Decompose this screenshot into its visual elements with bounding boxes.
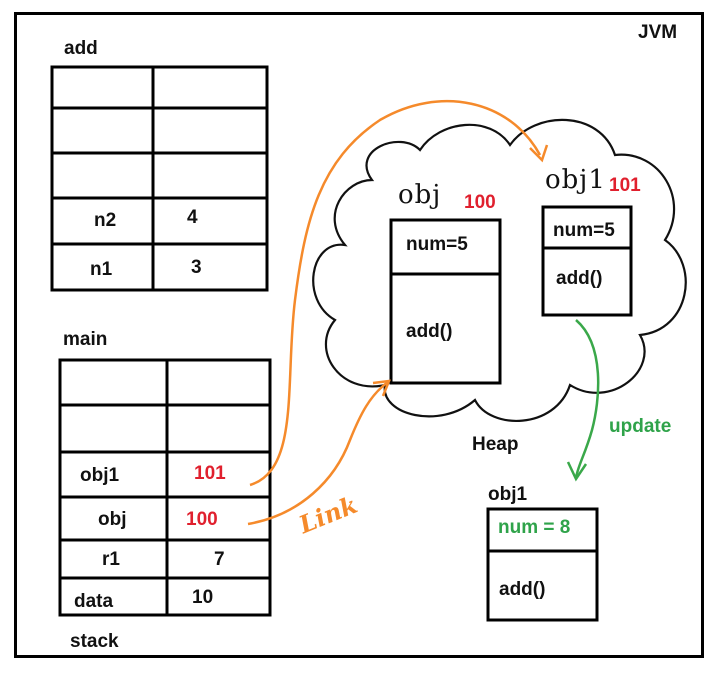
heap-obj1-field: num=5 bbox=[553, 220, 615, 241]
heap-obj-address: 100 bbox=[464, 192, 496, 213]
heap-cloud bbox=[312, 118, 687, 422]
heap-obj-box bbox=[389, 218, 502, 385]
main-row-data-name: data bbox=[74, 591, 114, 612]
main-row-obj-name: obj bbox=[98, 509, 127, 530]
jvm-label: JVM bbox=[638, 22, 678, 43]
obj1-reference-arrow bbox=[249, 100, 542, 487]
main-row-data-value: 10 bbox=[192, 587, 214, 608]
add-row-n2-name: n2 bbox=[94, 210, 117, 231]
updated-obj1-name: obj1 bbox=[488, 484, 528, 505]
update-annotation: update bbox=[609, 416, 672, 437]
heap-obj-field: num=5 bbox=[406, 234, 468, 255]
updated-obj1-field: num = 8 bbox=[498, 517, 571, 538]
updated-obj1-box bbox=[486, 507, 599, 622]
heap-obj1-address: 101 bbox=[609, 175, 641, 196]
main-row-r1-name: r1 bbox=[102, 549, 120, 570]
add-row-n1-value: 3 bbox=[191, 257, 202, 278]
add-frame-table bbox=[50, 65, 269, 292]
heap-obj-name: obj bbox=[398, 180, 442, 210]
heap-obj1-method: add() bbox=[556, 268, 603, 289]
heap-obj1-box bbox=[541, 205, 633, 317]
add-frame-title: add bbox=[64, 38, 98, 59]
add-row-n1-name: n1 bbox=[90, 259, 113, 280]
heap-obj1-name: obj1 bbox=[545, 165, 606, 195]
main-frame-table bbox=[58, 358, 272, 617]
main-row-obj1-value: 101 bbox=[194, 463, 226, 484]
main-frame-title: main bbox=[63, 329, 108, 350]
main-row-r1-value: 7 bbox=[214, 549, 225, 570]
main-row-obj-value: 100 bbox=[186, 509, 218, 530]
updated-obj1-method: add() bbox=[499, 579, 546, 600]
update-arrow bbox=[574, 319, 600, 479]
main-row-obj1-name: obj1 bbox=[80, 465, 120, 486]
jvm-frame bbox=[14, 12, 704, 658]
obj-arrowhead bbox=[372, 379, 391, 397]
obj1-arrowhead bbox=[529, 144, 549, 163]
add-row-n2-value: 4 bbox=[187, 207, 198, 228]
heap-obj-method: add() bbox=[406, 321, 453, 342]
update-arrowhead bbox=[566, 461, 588, 482]
heap-label: Heap bbox=[472, 434, 519, 455]
stack-label: stack bbox=[70, 631, 119, 652]
obj-reference-arrow bbox=[247, 380, 389, 526]
